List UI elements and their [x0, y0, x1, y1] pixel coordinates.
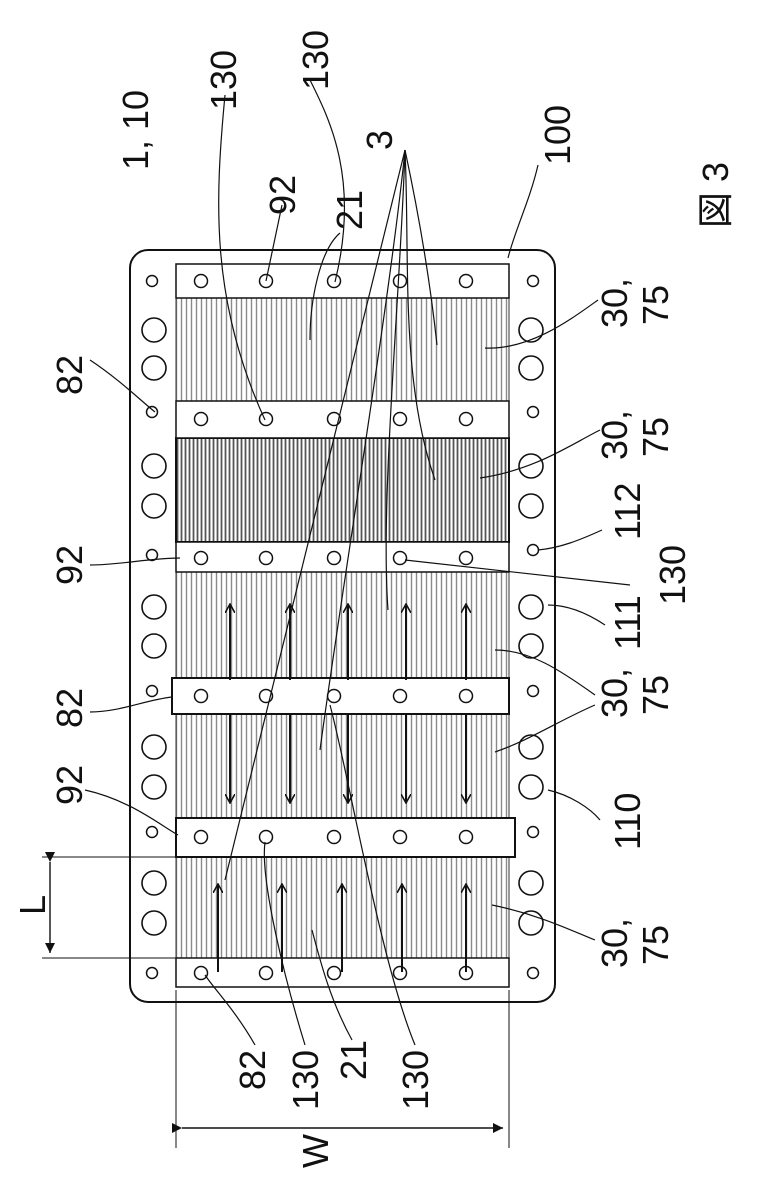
bar-hole — [460, 413, 473, 426]
stripe-sections — [176, 297, 509, 959]
stripe-section-2 — [176, 438, 509, 542]
bar-hole — [460, 552, 473, 565]
label-130-top-b: 130 — [295, 30, 336, 90]
bar-hole — [195, 275, 208, 288]
dim-label-W: W — [295, 1134, 336, 1168]
label-92-b: 92 — [49, 545, 90, 585]
bar-hole — [260, 552, 273, 565]
label-110: 110 — [607, 793, 648, 850]
label-111: 111 — [607, 595, 648, 650]
stripe-section-1 — [176, 297, 509, 401]
frame-large-hole — [142, 356, 166, 380]
bar-hole — [195, 967, 208, 980]
frame-small-hole — [147, 968, 158, 979]
bar-hole — [460, 275, 473, 288]
frame-large-hole — [142, 318, 166, 342]
label-21-bot: 21 — [333, 1040, 374, 1080]
label-30-c: 30, — [594, 668, 635, 718]
frame-large-hole — [519, 494, 543, 518]
bar-hole — [394, 275, 407, 288]
dim-label-L: L — [12, 895, 53, 915]
frame-small-hole — [147, 686, 158, 697]
frame-large-hole — [519, 871, 543, 895]
bar-hole — [328, 690, 341, 703]
label-100: 100 — [537, 105, 578, 165]
label-fig: 図 3 — [695, 162, 736, 228]
frame-small-hole — [147, 827, 158, 838]
bar-hole — [394, 967, 407, 980]
label-130-bot-b: 130 — [395, 1050, 436, 1110]
bar-hole — [394, 413, 407, 426]
stripe-section-3 — [176, 572, 509, 682]
frame-large-hole — [519, 454, 543, 478]
label-assembly: 1, 10 — [115, 90, 156, 170]
frame-large-hole — [519, 318, 543, 342]
bar-hole — [328, 552, 341, 565]
label-21-top: 21 — [329, 190, 370, 230]
bar-hole — [195, 552, 208, 565]
bar-hole — [328, 967, 341, 980]
label-3: 3 — [359, 130, 400, 150]
frame-large-hole — [142, 775, 166, 799]
label-82-b: 82 — [49, 688, 90, 728]
frame-large-hole — [142, 494, 166, 518]
label-112: 112 — [607, 483, 648, 540]
bar-hole — [394, 831, 407, 844]
frame-large-hole — [519, 595, 543, 619]
frame-small-hole — [528, 968, 539, 979]
stripe-section-4 — [176, 713, 509, 820]
bar-hole — [394, 552, 407, 565]
label-75-d: 75 — [635, 925, 676, 965]
frame-large-hole — [142, 634, 166, 658]
label-30-b: 30, — [594, 410, 635, 460]
bar-hole — [460, 690, 473, 703]
label-130-r: 130 — [652, 545, 693, 605]
bar-hole — [260, 967, 273, 980]
frame-large-hole — [142, 871, 166, 895]
bar-hole — [460, 831, 473, 844]
frame-large-hole — [519, 356, 543, 380]
bar-hole — [328, 275, 341, 288]
label-82-bot: 82 — [232, 1050, 273, 1090]
bar-hole — [195, 413, 208, 426]
bar-hole — [260, 831, 273, 844]
label-75-c: 75 — [635, 675, 676, 715]
bar-hole — [394, 690, 407, 703]
frame-large-hole — [142, 454, 166, 478]
frame-large-hole — [519, 775, 543, 799]
frame-small-hole — [528, 276, 539, 287]
label-130-top-a: 130 — [203, 50, 244, 110]
label-30-a: 30, — [594, 278, 635, 328]
frame-large-hole — [142, 735, 166, 759]
frame-small-hole — [528, 827, 539, 838]
label-92-top: 92 — [262, 175, 303, 215]
label-82-a: 82 — [49, 355, 90, 395]
label-30-d: 30, — [594, 918, 635, 968]
frame-large-hole — [142, 911, 166, 935]
label-92-c: 92 — [49, 765, 90, 805]
frame-small-hole — [528, 686, 539, 697]
frame-large-hole — [142, 595, 166, 619]
bar-hole — [260, 413, 273, 426]
frame-large-hole — [519, 735, 543, 759]
label-130-bot-a: 130 — [285, 1050, 326, 1110]
bar-hole — [195, 831, 208, 844]
bar-hole — [328, 831, 341, 844]
bar-hole — [195, 690, 208, 703]
frame-small-hole — [147, 407, 158, 418]
frame-small-hole — [528, 407, 539, 418]
frame-small-hole — [147, 276, 158, 287]
label-75-a: 75 — [635, 285, 676, 325]
frame-small-hole — [528, 545, 539, 556]
label-75-b: 75 — [635, 417, 676, 457]
